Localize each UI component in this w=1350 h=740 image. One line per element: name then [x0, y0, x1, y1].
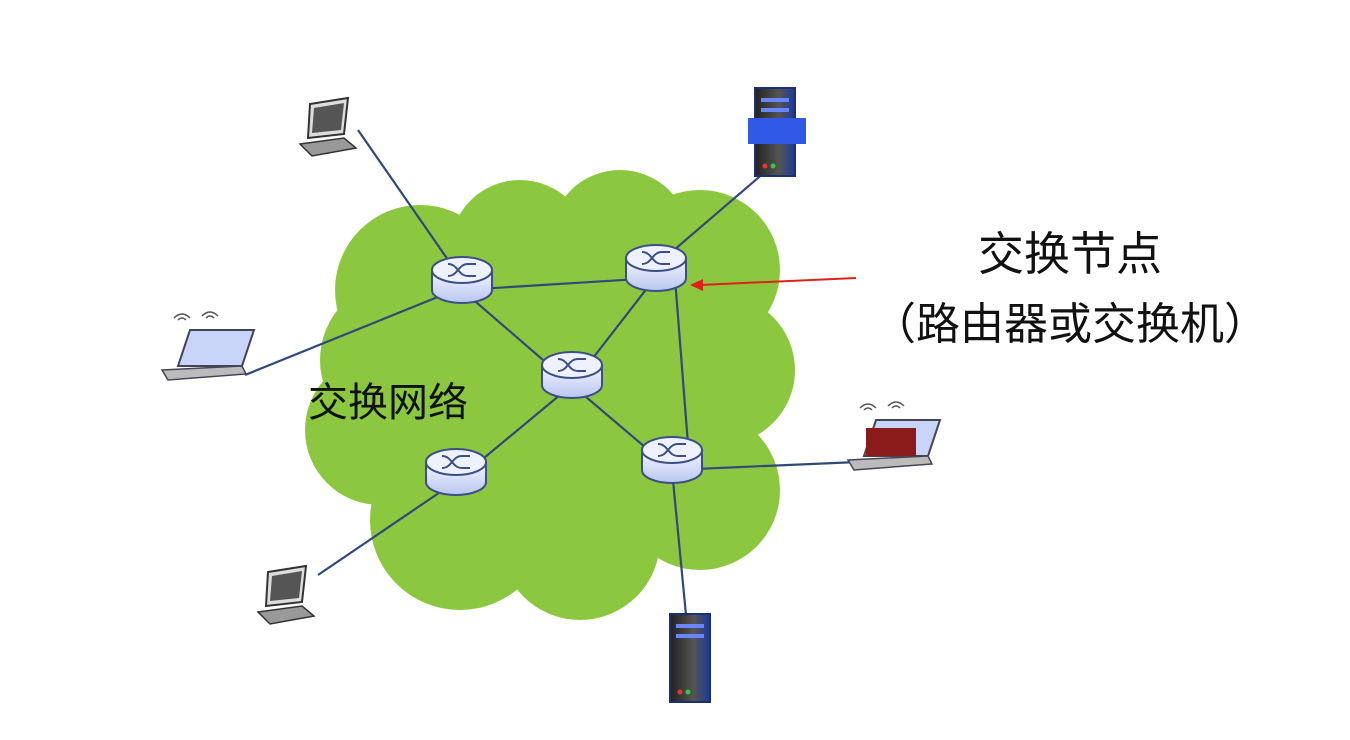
link-server-top	[659, 171, 766, 263]
router-icon	[625, 244, 687, 292]
link-desktop-bottom	[317, 481, 456, 576]
link-laptop-left	[244, 288, 456, 377]
server-icon	[748, 87, 806, 177]
desktop-icon	[299, 97, 357, 157]
router-icon	[541, 351, 603, 399]
router-icon	[425, 448, 487, 496]
laptop-icon	[847, 401, 941, 471]
switch-node-label: 交换节点	[978, 227, 1162, 281]
switch-node-detail-label: （路由器或交换机）	[872, 299, 1268, 350]
server-icon	[669, 613, 711, 703]
desktop-icon	[257, 565, 315, 625]
link-r1-r2	[461, 276, 656, 292]
switching-network-label: 交换网络	[308, 380, 468, 426]
link-laptop-right	[671, 460, 859, 472]
switching-network-cloud	[305, 170, 795, 620]
pointer-arrow	[690, 277, 857, 291]
link-server-bottom	[670, 469, 688, 616]
link-desktop-top	[357, 129, 456, 271]
laptop-icon	[161, 311, 255, 381]
router-icon	[431, 256, 493, 304]
router-icon	[641, 436, 703, 484]
